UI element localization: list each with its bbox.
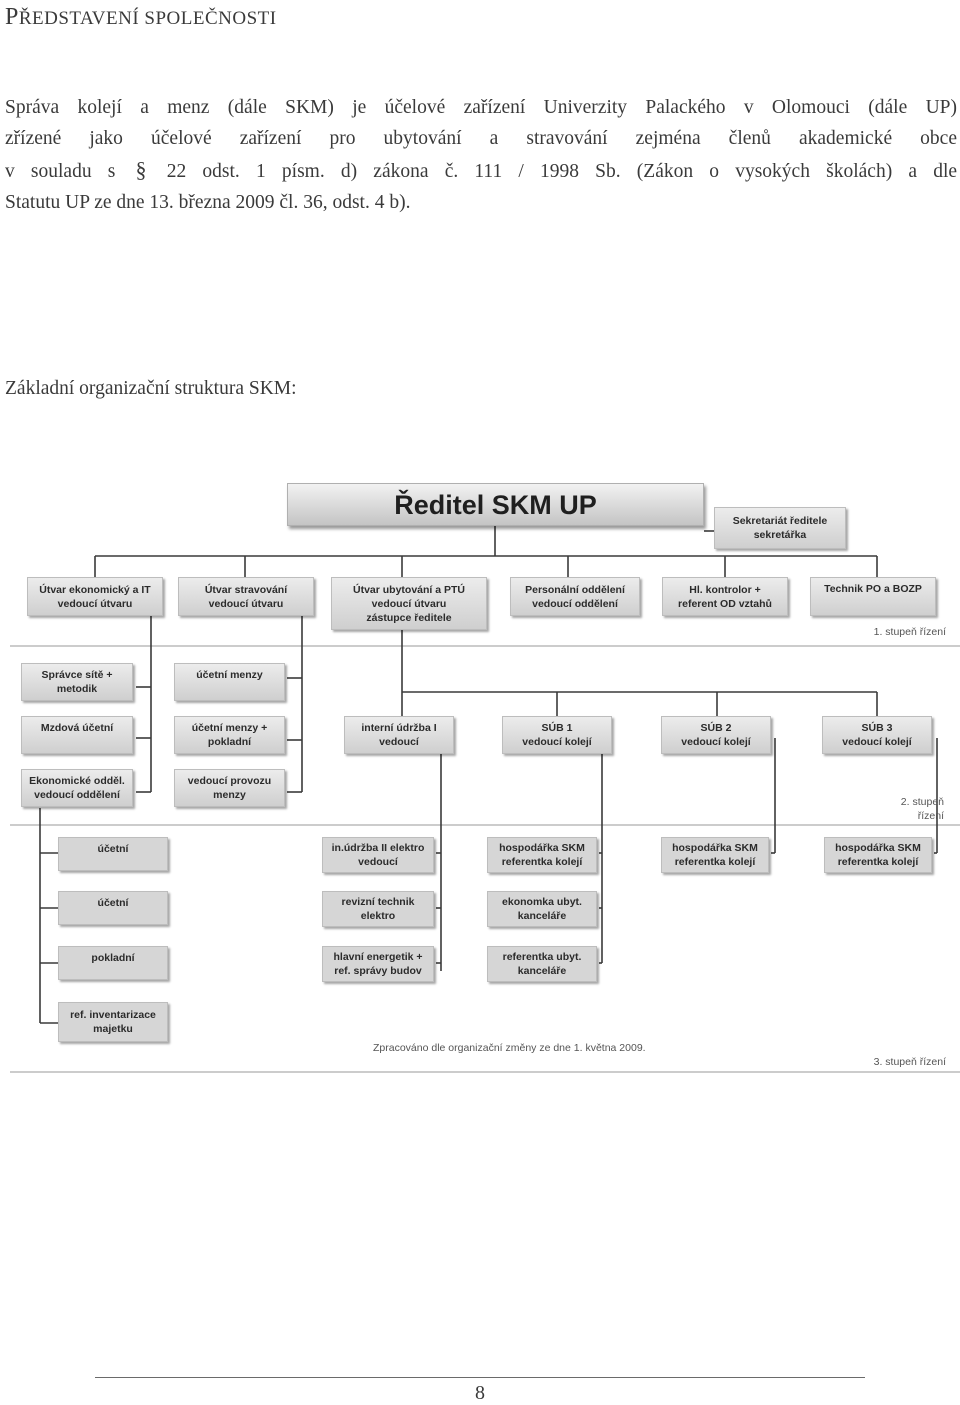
paragraph-line-3: v souladu s § 22 odst. 1 písm. d) zákona… bbox=[5, 157, 958, 182]
footer-divider bbox=[95, 1377, 865, 1378]
box-cashier: pokladní bbox=[58, 946, 168, 980]
paragraph-line-2: zřízené jako účelové zařízení pro ubytov… bbox=[5, 128, 957, 149]
box-payroll-accountant: Mzdová účetní bbox=[21, 716, 133, 754]
box-canteen-cashier: účetní menzy +pokladní bbox=[174, 716, 285, 754]
org-chart-lines bbox=[10, 526, 960, 1073]
chart-note: Zpracováno dle organizační změny ze dne … bbox=[373, 1042, 646, 1054]
box-sub1-economist: ekonomka ubyt.kanceláře bbox=[487, 891, 597, 927]
box-accountant-2: účetní bbox=[58, 891, 168, 925]
paragraph-line-1: Správa kolejí a menz (dále SKM) je účelo… bbox=[5, 97, 957, 118]
intro-paragraph: Správa kolejí a menz (dále SKM) je účelo… bbox=[5, 92, 957, 218]
box-canteen-accountant: účetní menzy bbox=[174, 663, 285, 701]
level-1-label: 1. stupeň řízení bbox=[873, 626, 946, 638]
section-sign: § bbox=[135, 157, 147, 182]
box-sub1-office-clerk: referentka ubyt.kanceláře bbox=[487, 946, 597, 982]
box-accountant-1: účetní bbox=[58, 837, 168, 871]
director-box: Ředitel SKM UP bbox=[287, 483, 704, 526]
unit-controller: Hl. kontrolor +referent OD vztahů bbox=[662, 577, 788, 616]
section-heading: PŘEDSTAVENÍ SPOLEČNOSTI bbox=[5, 4, 277, 30]
level-3-label: 3. stupeň řízení bbox=[873, 1056, 946, 1068]
paragraph-line-4: Statutu UP ze dne 13. března 2009 čl. 36… bbox=[5, 192, 411, 213]
box-network-admin: Správce sítě +metodik bbox=[21, 663, 133, 701]
org-structure-subtitle: Základní organizační struktura SKM: bbox=[5, 378, 297, 399]
box-economic-dept: Ekonomické odděl.vedoucí oddělení bbox=[21, 769, 133, 807]
box-chief-energy: hlavní energetik +ref. správy budov bbox=[322, 946, 434, 982]
page-number: 8 bbox=[475, 1382, 485, 1404]
unit-safety-technician: Technik PO a BOZP bbox=[810, 577, 936, 616]
